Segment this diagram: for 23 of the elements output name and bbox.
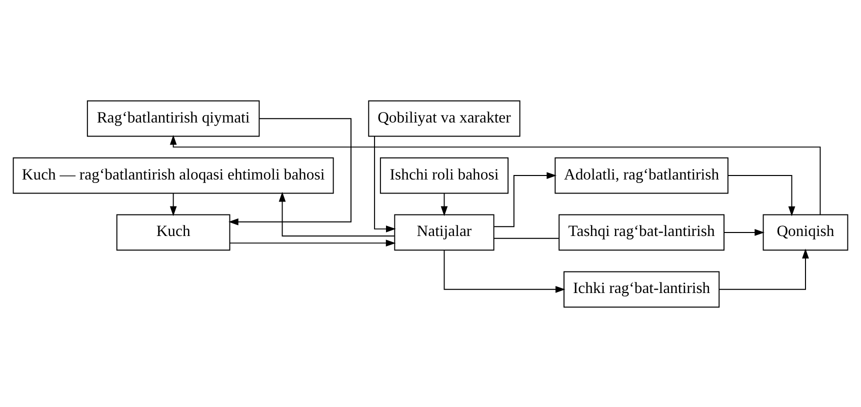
node-box: Qobiliyat va xarakter	[368, 100, 520, 136]
arrow	[170, 192, 177, 216]
node-box: Ichki rag‘bat-lantirish	[564, 270, 720, 308]
node-box: Tashqi rag‘bat-lantirish	[558, 214, 724, 250]
arrow	[440, 192, 448, 216]
arrow	[718, 248, 809, 290]
node-box: Ishchi roli bahosi	[380, 156, 509, 194]
arrow	[494, 172, 556, 227]
arrow	[170, 134, 821, 215]
node-box: Adolatli, rag‘batlantirish	[554, 156, 728, 194]
connector	[494, 237, 560, 238]
arrow	[278, 191, 395, 236]
arrow	[724, 228, 764, 236]
arrow	[728, 174, 796, 216]
node-box: Rag‘batlantirish qiymati	[86, 100, 260, 136]
arrow	[374, 135, 396, 232]
node-box: Qoniqish	[762, 214, 848, 250]
node-box: Kuch	[116, 214, 230, 250]
node-box: Natijalar	[394, 214, 494, 250]
arrow	[228, 118, 352, 225]
node-box: Kuch — rag‘batlantirish aloqasi ehtimoli bahosi	[12, 156, 334, 194]
arrow	[229, 239, 396, 246]
arrow	[444, 249, 566, 292]
